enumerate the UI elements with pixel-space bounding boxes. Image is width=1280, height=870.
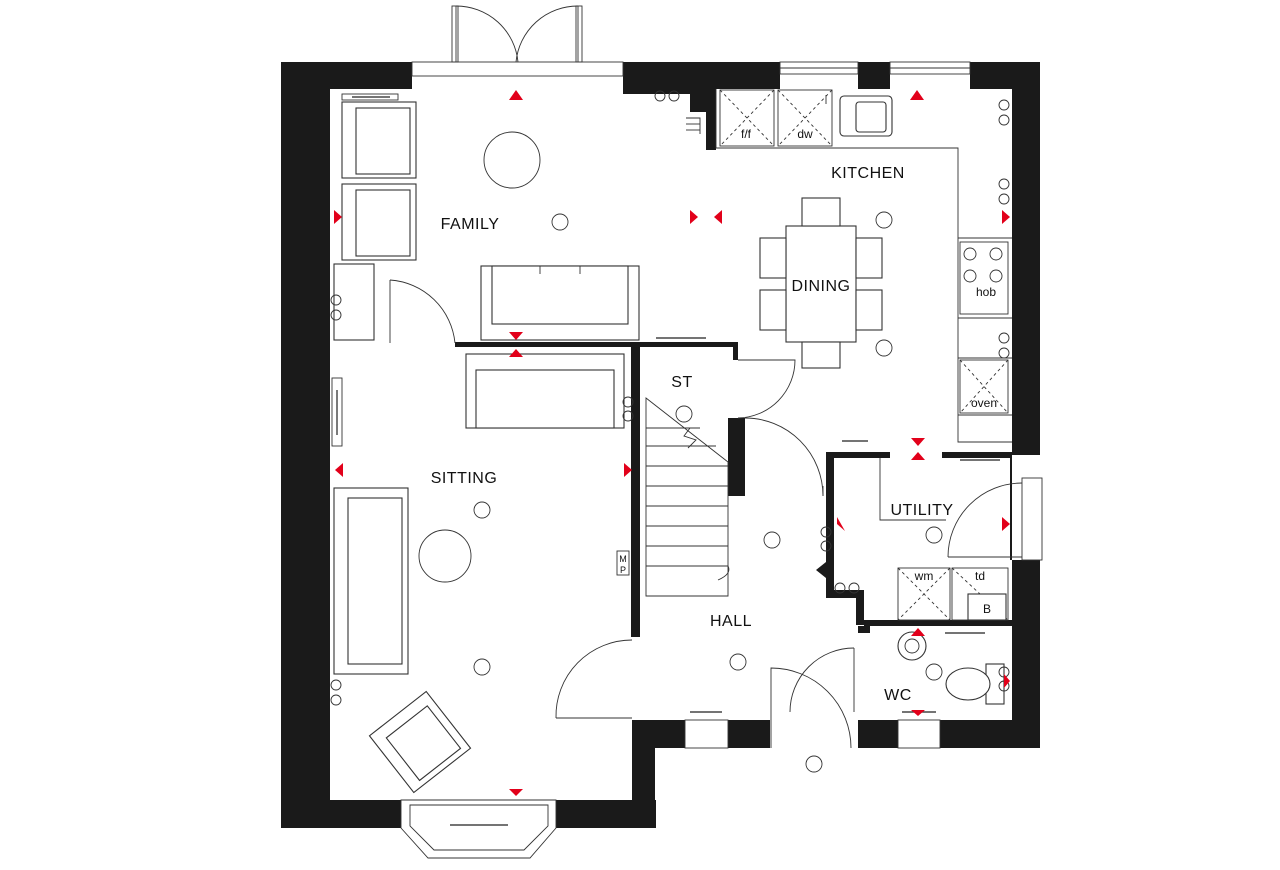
light-fittings [418, 131, 943, 773]
sitting-furniture [330, 353, 634, 794]
family-furniture [330, 90, 701, 341]
dining-table [759, 197, 883, 369]
windows [331, 61, 1000, 859]
label-tumble-dryer: td [975, 569, 985, 583]
label-washing-machine: wm [914, 569, 934, 583]
room-label-sitting: SITTING [431, 470, 498, 487]
room-label-utility: UTILITY [890, 502, 953, 519]
doors [389, 279, 1043, 749]
room-labels: FAMILY KITCHEN DINING SITTING ST UTILITY… [431, 165, 953, 704]
label-oven: oven [971, 396, 997, 410]
label-dishwasher: dw [797, 127, 813, 141]
label-meter-p: P [620, 565, 626, 575]
room-label-wc: WC [884, 687, 912, 704]
label-boiler: B [983, 602, 991, 616]
kitchen-units [715, 89, 1012, 443]
appliance-labels: f/f dw hob oven wm td B M P [619, 127, 997, 616]
marker-triangles [334, 90, 1010, 796]
room-label-kitchen: KITCHEN [831, 165, 905, 182]
french-doors [411, 5, 624, 77]
room-label-hall: HALL [710, 613, 752, 630]
room-label-dining: DINING [792, 278, 851, 295]
utility-wc-fixtures [816, 458, 1010, 705]
label-meter-m: M [619, 554, 627, 564]
room-label-store: ST [671, 374, 692, 391]
external-walls [281, 62, 1040, 828]
internal-walls [455, 342, 1012, 637]
label-hob: hob [976, 285, 996, 299]
label-fridge-freezer: f/f [741, 127, 752, 141]
staircase [645, 397, 730, 597]
room-label-family: FAMILY [441, 216, 500, 233]
